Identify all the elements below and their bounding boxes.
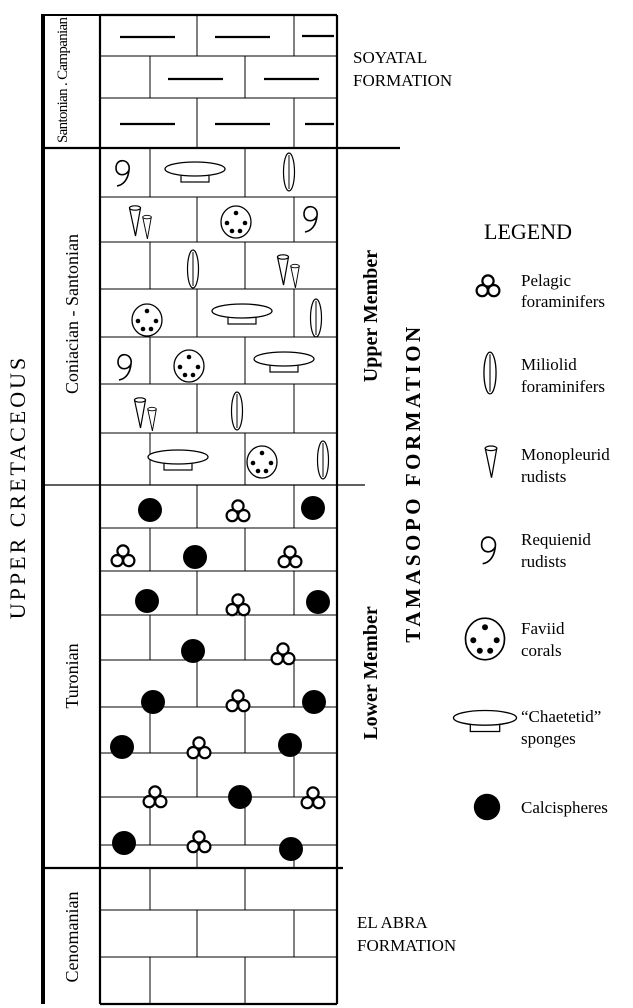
legend-item-chaetetid-line2: sponges [521,729,576,748]
pelagic-foraminifer-symbol [186,736,212,760]
calcisphere-symbol [138,498,162,522]
stage-label-turonian: Turonian [62,643,82,708]
miliolid-foraminifer-symbol [282,152,296,192]
faviid-corals-icon [464,617,506,661]
calcisphere-symbol [183,545,207,569]
calcisphere-symbol [279,837,303,861]
miliolid-foraminifer-symbol [230,391,244,431]
pelagic-foraminifer-symbol [270,642,296,666]
calcisphere-symbol [112,831,136,855]
monopleurid-rudists-icon [484,445,498,479]
legend-item-faviid-line2: corals [521,641,562,660]
requienid-rudist-symbol [303,205,318,233]
pelagic-foraminifer-symbol [277,545,303,569]
legend-item-chaetetid-line1: “Chaetetid” [521,707,601,726]
pelagic-foraminifer-symbol [225,689,251,713]
soyatal-formation-line2: FORMATION [353,71,452,90]
calcisphere-symbol [306,590,330,614]
el-abra-formation-line2: FORMATION [357,936,456,955]
el-abra-formation-line1: EL ABRA [357,913,428,932]
legend-item-monopleurid-line1: Monopleurid [521,445,610,464]
limestone-pattern [100,14,337,1005]
calcisphere-symbol [228,785,252,809]
legend-item-pelagic-line1: Pelagic [521,271,571,290]
requienid-rudist-symbol [117,353,132,381]
stage-label-cenomanian: Cenomanian [62,892,82,983]
calcisphere-symbol [141,690,165,714]
legend-item-miliolid-line2: foraminifers [521,377,605,396]
calcisphere-symbol [135,589,159,613]
legend-item-miliolid-line1: Miliolid [521,355,577,374]
calcisphere-symbol [301,496,325,520]
chaetetid-sponge-symbol [253,351,315,373]
miliolid-foraminifer-symbol [316,440,330,480]
calcisphere-symbol [278,733,302,757]
soyatal-formation-line1: SOYATAL [353,48,427,67]
monopleurid-rudist-symbol [130,206,152,239]
miliolid-foraminifers-icon [483,351,497,395]
calcispheres-icon [473,793,501,821]
chaetetid-sponge-symbol [211,303,273,325]
faviid-coral-symbol [220,205,252,239]
faviid-coral-symbol [246,445,278,479]
legend-item-pelagic-line2: foraminifers [521,292,605,311]
miliolid-foraminifer-symbol [309,298,323,338]
calcisphere-symbol [302,690,326,714]
pelagic-foraminifer-symbol [110,544,136,568]
faviid-coral-symbol [173,349,205,383]
calcisphere-symbol [110,735,134,759]
legend-item-monopleurid-line2: rudists [521,467,566,486]
calcisphere-symbol [181,639,205,663]
stage-label-coniacian-santonian: Coniacian - Santonian [62,234,82,394]
fossil-symbols [110,152,330,861]
chaetetid-sponges-icon [452,709,518,733]
chaetetid-sponge-symbol [164,161,226,183]
column-frame [41,13,400,1006]
chaetetid-sponge-symbol [147,449,209,471]
stage-label-santonian-campanian: Santonian . Campanian [55,17,71,144]
legend: LEGEND Pelagic foraminifers Miliolid for… [452,219,610,821]
faviid-coral-symbol [131,303,163,337]
pelagic-foraminifer-symbol [225,499,251,523]
pelagic-foraminifer-symbol [225,593,251,617]
pelagic-foraminifer-symbol [186,830,212,854]
legend-item-requienid-line2: rudists [521,552,566,571]
pelagic-foraminifer-symbol [142,785,168,809]
requienid-rudist-symbol [115,159,130,187]
legend-item-faviid-line1: Faviid [521,619,565,638]
requienid-rudists-icon [480,536,497,565]
miliolid-foraminifer-symbol [186,249,200,289]
pelagic-foraminifer-symbol [300,786,326,810]
monopleurid-rudist-symbol [135,398,157,431]
legend-item-requienid-line1: Requienid [521,530,591,549]
pelagic-foraminifers-icon [475,274,501,298]
shale-dashes [120,34,334,126]
monopleurid-rudist-symbol [278,255,300,288]
legend-item-calcispheres: Calcispheres [521,798,608,817]
member-label-upper: Upper Member [360,250,382,382]
member-label-lower: Lower Member [360,606,382,740]
era-label: UPPER CRETACEOUS [5,355,30,619]
legend-title: LEGEND [484,219,572,244]
formation-label-tamasopo: TAMASOPO FORMATION [401,323,425,642]
